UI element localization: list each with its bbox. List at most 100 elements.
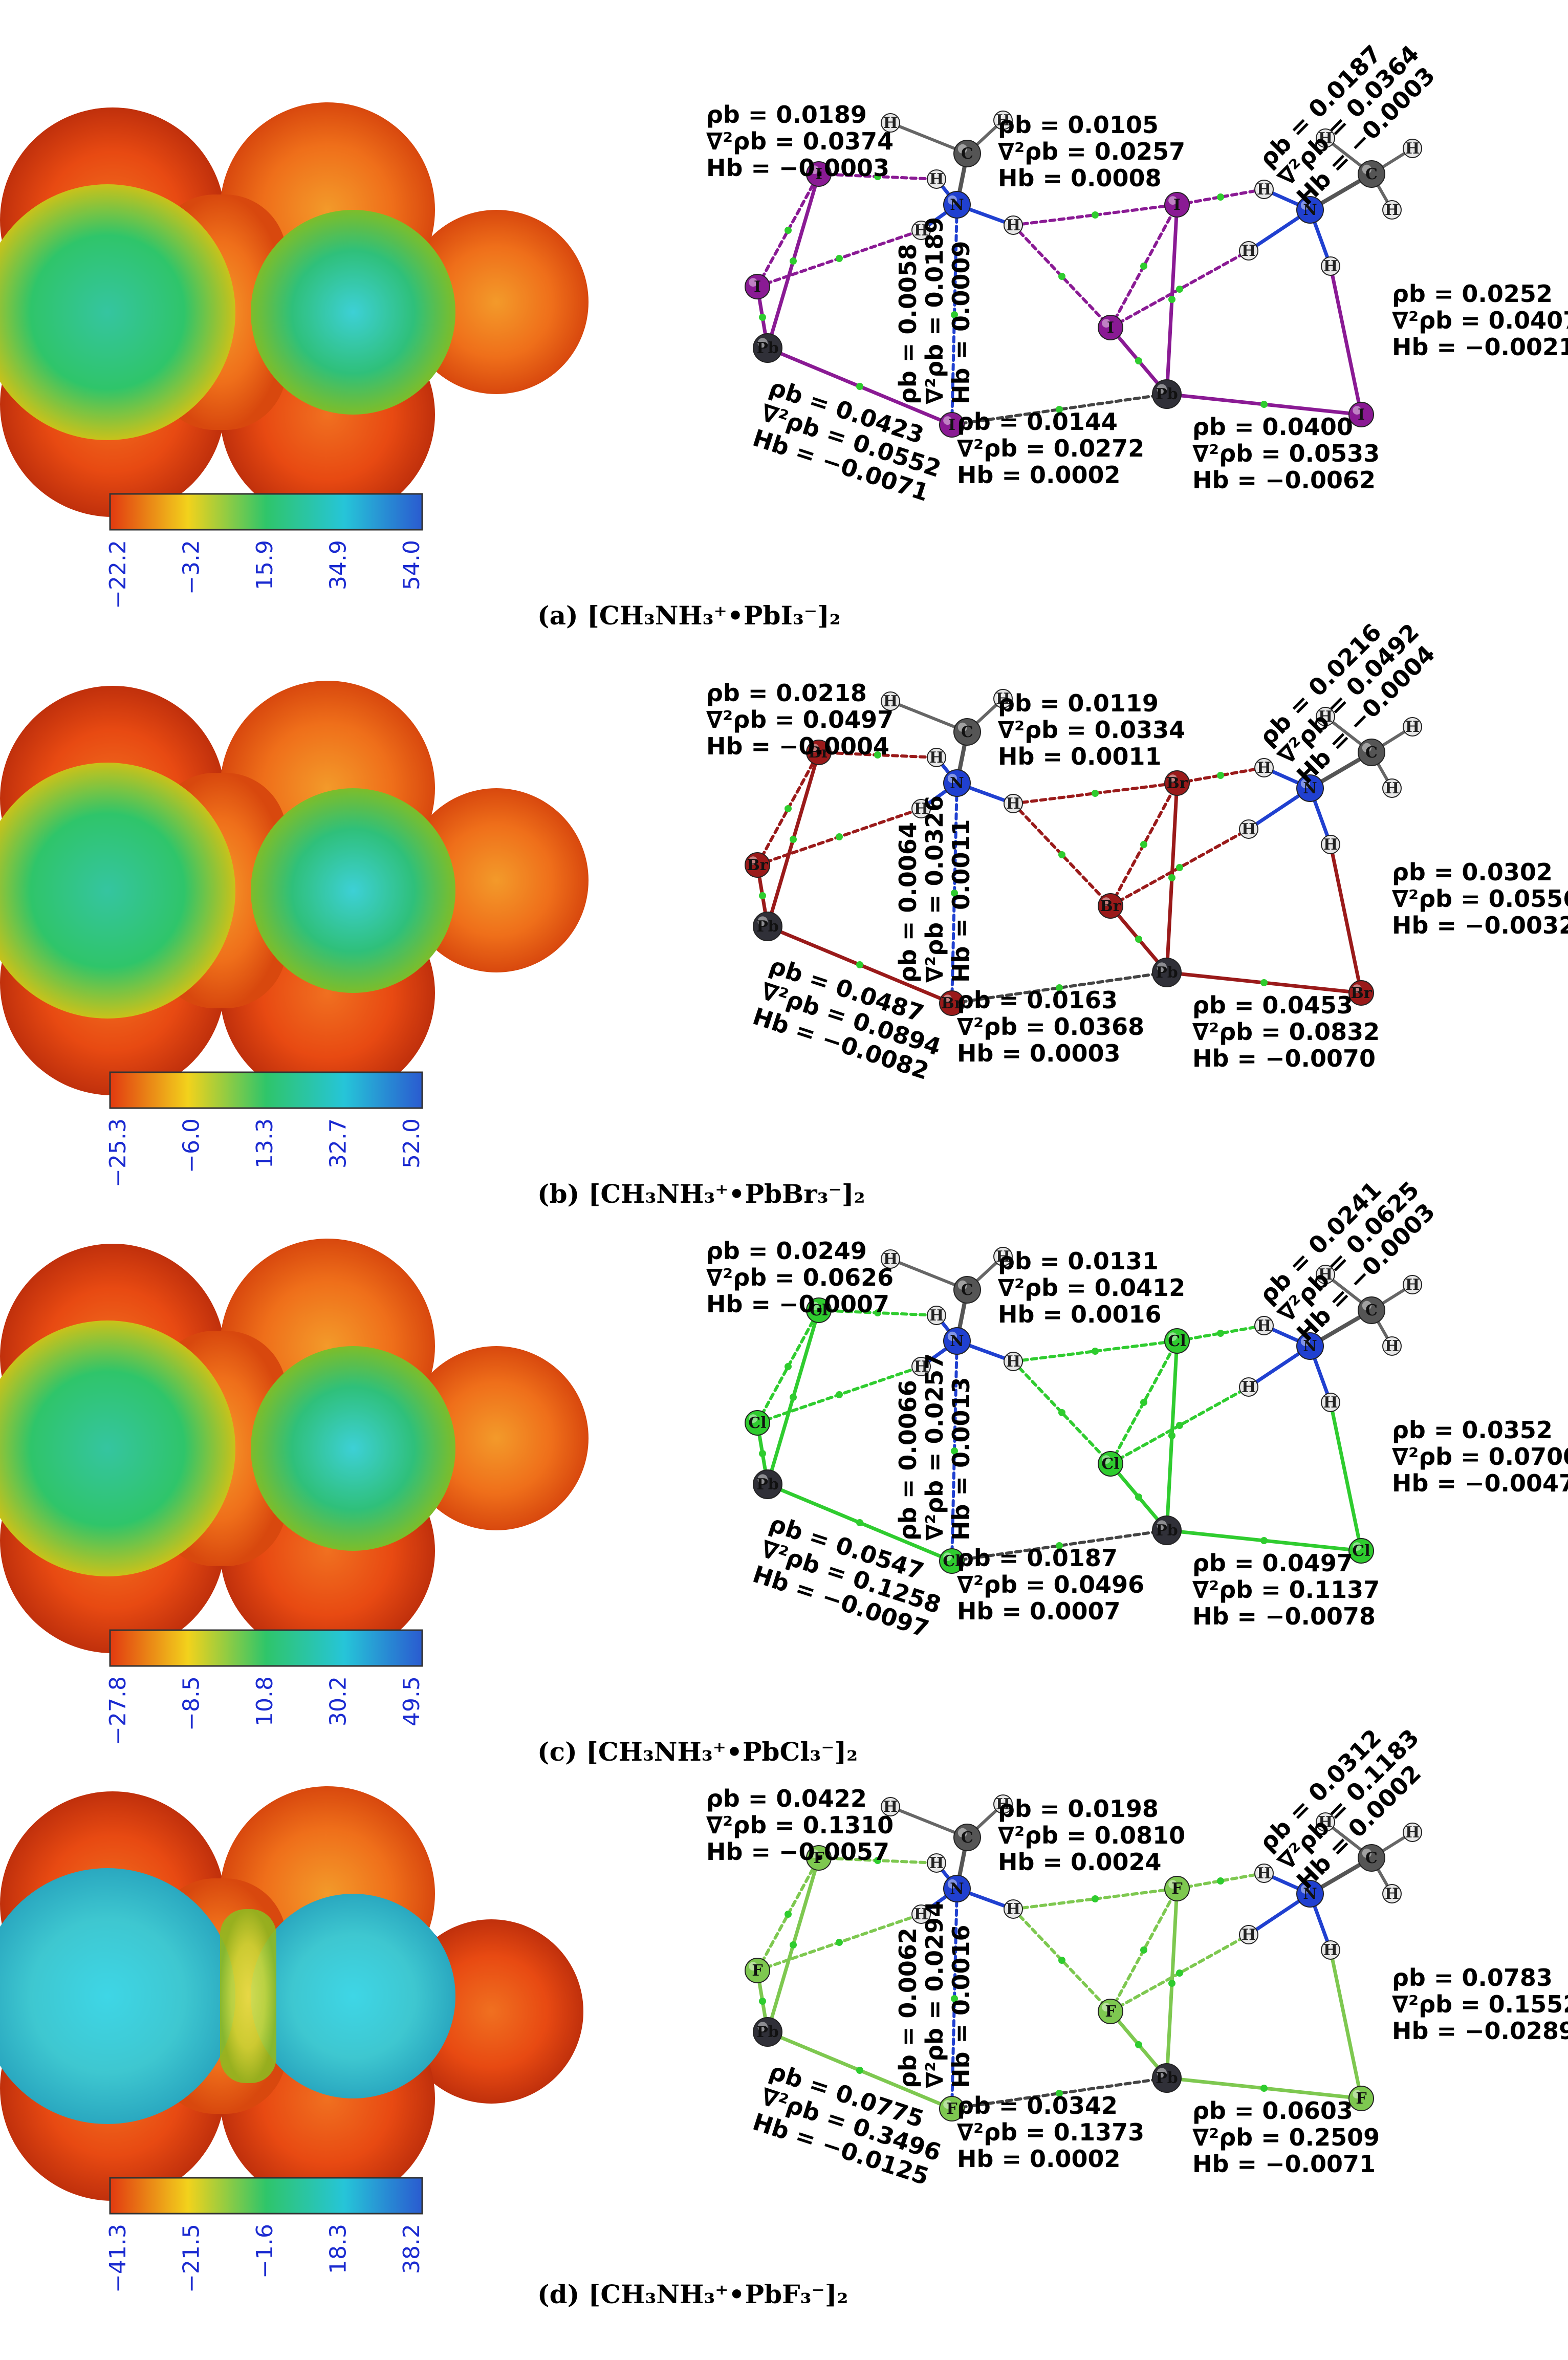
atom-label: H — [1006, 795, 1020, 813]
atom-n — [1296, 1880, 1324, 1908]
atom-c — [1358, 160, 1385, 188]
bond-critical-point — [1217, 1330, 1224, 1337]
mep-surface — [0, 1786, 583, 2206]
atom-label: H — [996, 1248, 1010, 1266]
bond-critical-point — [951, 311, 958, 318]
bond-critical-point — [1260, 2085, 1268, 2092]
bcp-property: Hb = −0.0078 — [1192, 1603, 1376, 1630]
atom-label: H — [1257, 759, 1271, 777]
atom-label: C — [1365, 165, 1378, 183]
atom-h — [993, 689, 1013, 708]
bcp-property: ρb = 0.0062 — [894, 1928, 922, 2088]
atom-label: H — [1242, 242, 1256, 260]
bond-critical-point — [1056, 2090, 1063, 2097]
atom-label: H — [1318, 708, 1333, 726]
scale-tick-label: 38.2 — [399, 2224, 425, 2274]
atom-label: Pb — [756, 2023, 779, 2041]
atom-cl — [939, 1548, 965, 1574]
atom-label: H — [883, 114, 898, 132]
panel-caption: (a) [CH₃NH₃⁺•PbI₃⁻]₂ — [537, 600, 841, 631]
scale-tick-label: −1.6 — [252, 2224, 278, 2279]
bcp-property: Hb = −0.0289 — [1392, 2017, 1568, 2045]
atom-label: I — [948, 416, 955, 434]
bond-critical-point — [1140, 1946, 1147, 1954]
bcp-property: ρb = 0.0302 — [1392, 858, 1553, 886]
atom-c — [1358, 1296, 1385, 1324]
bond-critical-point — [1092, 1348, 1099, 1355]
atom-pb — [753, 912, 782, 941]
bcp-property: Hb = 0.0016 — [947, 1924, 975, 2088]
atom-br — [1164, 770, 1190, 796]
atom-label: H — [1323, 1941, 1338, 1959]
atom-n — [1296, 196, 1324, 224]
atom-label: Br — [941, 994, 963, 1012]
atom-c — [1358, 739, 1385, 766]
atom-label: N — [1303, 1337, 1317, 1355]
bcp-property: Hb = 0.0013 — [947, 1377, 975, 1541]
scale-tick-label: 54.0 — [399, 540, 425, 590]
atom-h — [1004, 1352, 1023, 1371]
atom-label: Br — [1100, 897, 1121, 915]
interaction-path — [950, 2076, 1168, 2110]
interaction-path — [1175, 188, 1266, 206]
bcp-property: ∇²ρb = 0.0189 — [921, 217, 948, 404]
bcp-property: ρb = 0.0342 — [957, 2092, 1118, 2119]
atom-label: H — [929, 1307, 944, 1325]
atom-h — [927, 1853, 946, 1873]
atom-label: C — [1365, 1849, 1378, 1867]
atom-label: H — [883, 692, 898, 710]
bond-critical-point — [1092, 1895, 1099, 1902]
atom-n — [943, 191, 971, 219]
bond-critical-point — [1056, 406, 1063, 413]
scale-tick-label: −27.8 — [105, 1676, 131, 1745]
atom-h — [1403, 717, 1422, 737]
atom-label: H — [1242, 1926, 1256, 1944]
atom-h — [1239, 1377, 1258, 1397]
bcp-property: ρb = 0.0400 — [1192, 413, 1353, 441]
bcp-property: ∇²ρb = 0.1373 — [957, 2118, 1144, 2146]
bond-critical-point — [1168, 296, 1175, 303]
bond — [1329, 842, 1363, 995]
atom-h — [1004, 1899, 1023, 1919]
bond-critical-point — [1176, 1422, 1183, 1429]
atom-label: Pb — [1156, 385, 1178, 403]
atom-h — [993, 1247, 1013, 1266]
atom-label: H — [1257, 1865, 1271, 1882]
atom-cl — [806, 1297, 832, 1323]
atom-h — [927, 1306, 946, 1325]
bcp-property: ∇²ρb = 0.1310 — [706, 1811, 894, 1839]
bond-critical-point — [836, 255, 843, 262]
atom-label: N — [950, 1332, 964, 1350]
bond-critical-point — [1260, 979, 1268, 986]
bond-critical-point — [1140, 263, 1147, 270]
bond-critical-point — [874, 1309, 881, 1316]
atom-c — [953, 1824, 981, 1851]
atom-label: H — [883, 1250, 898, 1268]
atom-cl — [745, 1410, 770, 1436]
bcp-property: Hb = −0.0070 — [1192, 1045, 1376, 1072]
bcp-property: Hb = 0.0002 — [957, 2145, 1121, 2173]
bcp-property: ∇²ρb = 0.0496 — [957, 1571, 1144, 1598]
bond-critical-point — [1217, 193, 1224, 201]
atom-n — [1296, 774, 1324, 802]
atom-br — [745, 852, 770, 878]
atom-label: H — [1242, 820, 1256, 838]
atom-label: H — [996, 112, 1010, 129]
interaction-path — [950, 971, 1168, 1005]
atom-h — [993, 111, 1013, 130]
atom-label: Cl — [748, 1414, 766, 1432]
bond-critical-point — [1058, 273, 1065, 280]
bcp-property: Hb = −0.0007 — [706, 1290, 889, 1318]
atom-label: H — [929, 170, 944, 188]
atom-h — [1254, 758, 1274, 777]
